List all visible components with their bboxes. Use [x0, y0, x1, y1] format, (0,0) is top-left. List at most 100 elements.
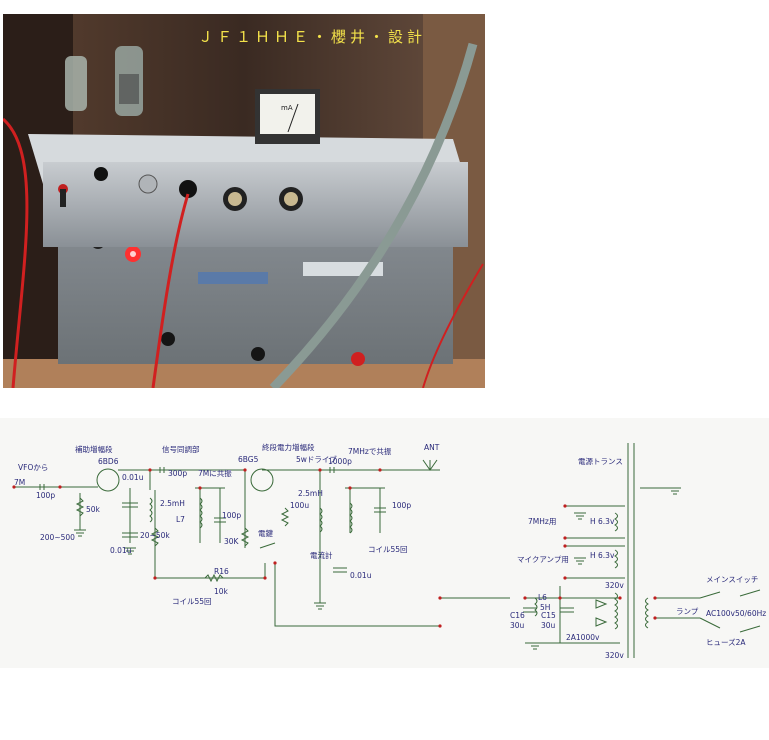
primary-coil-icon: [645, 597, 649, 629]
c-001u-c-label: 0.01u: [350, 571, 372, 580]
transformer-secondary-wires: [565, 505, 625, 579]
tube1-label: 6BD6: [98, 457, 119, 466]
capacitor-icon: [374, 507, 386, 513]
c-300p-label: 300p: [168, 469, 187, 478]
drive-label: 5wドライブ: [296, 454, 337, 464]
red-cable: [3, 117, 29, 388]
main-switch-label: メインスイッチ: [706, 575, 758, 584]
heater-7m-label: 7MHz用: [528, 517, 556, 526]
res-7mhz-label: 7MHzで共振: [348, 446, 392, 456]
c-001u-b-label: 0.01u: [110, 546, 132, 555]
b-plus-wire: [274, 563, 440, 627]
ground-icon: [124, 547, 136, 555]
rfc-coil-icon: [149, 497, 153, 523]
capacitor-icon: [329, 467, 335, 473]
fuse-label: ヒューズ2A: [706, 637, 746, 647]
coil-55-a-label: コイル55回: [172, 597, 212, 606]
plate-wire: [118, 469, 151, 490]
ground-icon: [74, 529, 86, 537]
capacitor-icon: [39, 484, 45, 490]
grey-cable: [269, 42, 478, 388]
c16-value-label: 30u: [510, 621, 525, 630]
c15-value-label: 30u: [541, 621, 556, 630]
key-switch-icon: [259, 542, 276, 549]
lamp-label: ランプ: [676, 607, 699, 616]
switch-fuse-icon: [739, 589, 761, 633]
r-30k-label: 30K: [224, 537, 240, 546]
output-coil-icon: [349, 502, 353, 534]
transformer-core-icon: [627, 443, 635, 658]
resistor-icon: [240, 527, 250, 547]
tube-6bd6-icon: [96, 468, 120, 492]
jack-icon: [179, 180, 197, 198]
filter-capacitors-icon: [523, 607, 574, 613]
resistor-icon: [75, 497, 85, 517]
ground-icon: [574, 557, 586, 565]
heater-mic-label: マイクアンプ用: [517, 555, 569, 564]
v320-b-label: 320v: [605, 651, 624, 660]
vfo-label: VFOから: [18, 463, 48, 472]
l-25mh-b-label: 2.5mH: [298, 489, 323, 498]
key-label: 電鍵: [258, 528, 273, 538]
diode-label: 2A1000v: [566, 633, 600, 642]
c15-label: C15: [541, 611, 556, 620]
mains-wires: [655, 591, 721, 629]
capacitor-icon: [214, 517, 226, 523]
c16-label: C16: [510, 611, 525, 620]
antenna-icon: [422, 459, 438, 471]
final-stage-label: 終段電力増幅段: [262, 442, 315, 452]
jack-icon: [94, 167, 108, 181]
ground-icon: [314, 602, 326, 610]
tube-6bg5-icon: [250, 468, 274, 492]
coil-55-b-label: コイル55回: [368, 545, 408, 554]
resistor-icon: [150, 527, 160, 547]
c-100p-tune-label: 100p: [222, 511, 241, 520]
photo-illustration: mA ＪＦ１ＨＨＥ・櫻井・設計: [3, 14, 485, 388]
hv-coil-icon: [614, 592, 618, 630]
capacitor-icon: [122, 502, 138, 508]
r16-label: R16: [214, 567, 229, 576]
rfc-coil-icon: [319, 507, 323, 533]
c-001u-a-label: 0.01u: [122, 473, 144, 482]
circuit-schematic: VFOから 7M 100p 補助増幅段 6BD6 0.01u 50k 200~5…: [0, 418, 769, 670]
capacitor-icon: [159, 467, 165, 473]
l7-coil-icon: [199, 497, 203, 529]
resistor-icon: [280, 507, 290, 527]
blue-label: [198, 272, 268, 284]
buffer-stage-label: 補助増幅段: [75, 444, 113, 454]
l6-label: L6: [538, 593, 547, 602]
r-100u-label: 100u: [290, 501, 309, 510]
junction-dots: [12, 468, 657, 628]
c-100p-label: 100p: [36, 491, 55, 500]
input-freq-label: 7M: [14, 478, 25, 487]
antenna-label: ANT: [424, 443, 440, 452]
coupling-wire: [150, 469, 246, 498]
meter-unit: mA: [281, 104, 293, 112]
secondary-coil-icon: [614, 512, 618, 569]
ac-label: AC100v50/60Hz: [706, 609, 766, 618]
l6-value-label: 5H: [540, 603, 550, 612]
capacitor-icon: [122, 532, 138, 538]
connector-icon: [138, 174, 158, 194]
diode-icon: [595, 599, 608, 627]
terminal-icon: [351, 352, 365, 366]
l7-label: L7: [176, 515, 185, 524]
c-100p-out-label: 100p: [392, 501, 411, 510]
r-200-500-label: 200~500: [40, 533, 75, 542]
capacitor-icon: [333, 567, 347, 573]
photo-title: ＪＦ１ＨＨＥ・櫻井・設計: [198, 28, 426, 46]
h63-b-label: H 6.3v: [590, 551, 615, 560]
r16-resistor-icon: [204, 573, 224, 583]
tuning-stage-label: 信号同調部: [162, 444, 200, 454]
power-transformer-label: 電源トランス: [578, 457, 623, 466]
l-25mh-a-label: 2.5mH: [160, 499, 185, 508]
ground-icon: [574, 512, 586, 520]
terminal-icon: [251, 347, 265, 361]
ammeter-label: 電流計: [310, 550, 333, 560]
r-50k-label: 50k: [86, 505, 101, 514]
c-1000p-label: 1000p: [328, 457, 352, 466]
red-cable: [151, 193, 190, 388]
tube2-label: 6BG5: [238, 455, 259, 464]
vacuum-tube-icon: [65, 56, 87, 111]
res-7m-label: 7Mに共振: [198, 468, 232, 478]
